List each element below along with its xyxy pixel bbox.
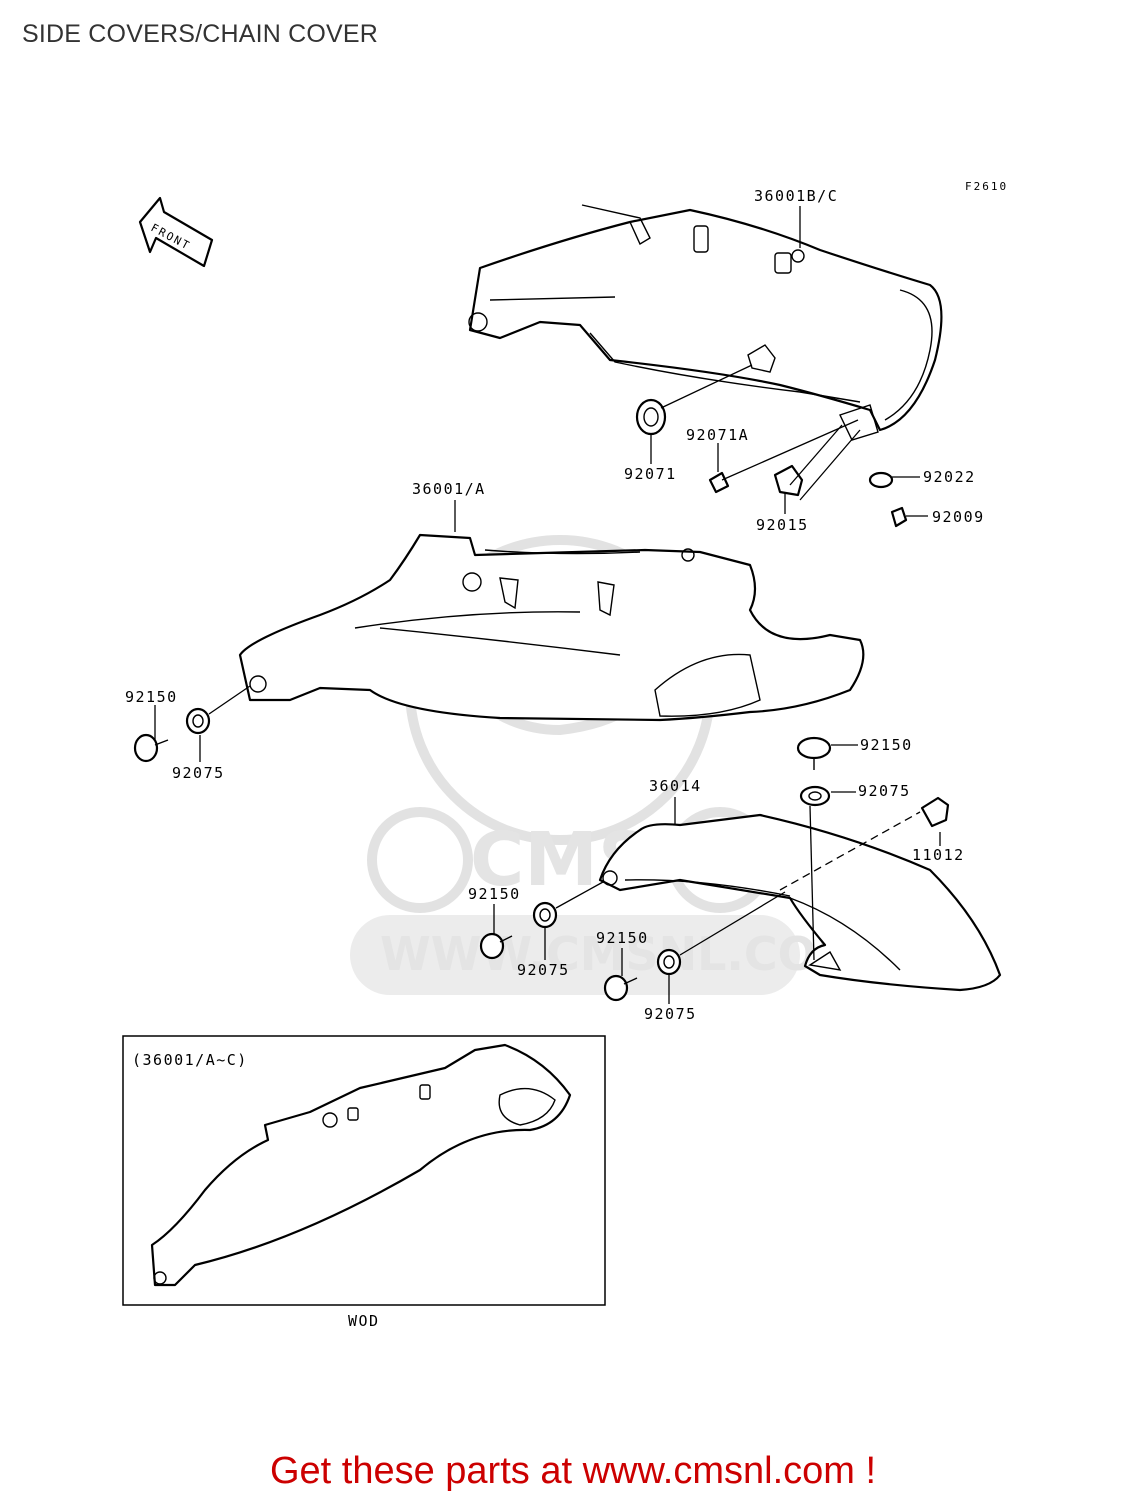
label-92075-right: 92075 <box>858 782 911 800</box>
figure-code: F2610 <box>965 180 1008 193</box>
label-36001bc: 36001B/C <box>754 187 838 205</box>
label-11012: 11012 <box>912 846 965 864</box>
label-36014: 36014 <box>649 777 702 795</box>
label-92009: 92009 <box>932 508 985 526</box>
hardware-left <box>133 685 251 763</box>
inset-variant: (36001/A~C) <box>122 1035 606 1306</box>
label-92022: 92022 <box>923 468 976 486</box>
part-36001bc-shape <box>468 204 943 441</box>
label-92150-right: 92150 <box>860 736 913 754</box>
label-92071: 92071 <box>624 465 677 483</box>
part-36014-shape <box>598 813 1002 992</box>
label-92150-mid: 92150 <box>468 885 521 903</box>
inset-caption: WOD <box>348 1312 380 1330</box>
label-92150-low: 92150 <box>596 929 649 947</box>
label-92075-left: 92075 <box>172 764 225 782</box>
label-92075-low: 92075 <box>644 1005 697 1023</box>
label-92015: 92015 <box>756 516 809 534</box>
label-92075-mid: 92075 <box>517 961 570 979</box>
footer-cta[interactable]: Get these parts at www.cmsnl.com ! <box>269 1450 877 1492</box>
front-arrow-icon: FRONT <box>138 196 214 268</box>
label-92071a: 92071A <box>686 426 749 444</box>
part-36001a-shape <box>238 533 865 722</box>
hardware-right <box>779 736 950 961</box>
label-92150-left: 92150 <box>125 688 178 706</box>
page-title: SIDE COVERS/CHAIN COVER <box>22 20 379 48</box>
parts-diagram: CMS WWW.CMSNL.COM FRONT F2610 <box>122 180 1008 1330</box>
hardware-middle <box>479 881 786 1002</box>
watermark-url: WWW.CMSNL.COM <box>380 927 863 981</box>
hardware-upper <box>635 364 908 528</box>
label-36001a: 36001/A <box>412 480 486 498</box>
leader-lines <box>154 206 941 1004</box>
inset-label: (36001/A~C) <box>132 1051 248 1069</box>
watermark: CMS WWW.CMSNL.COM <box>350 535 863 995</box>
